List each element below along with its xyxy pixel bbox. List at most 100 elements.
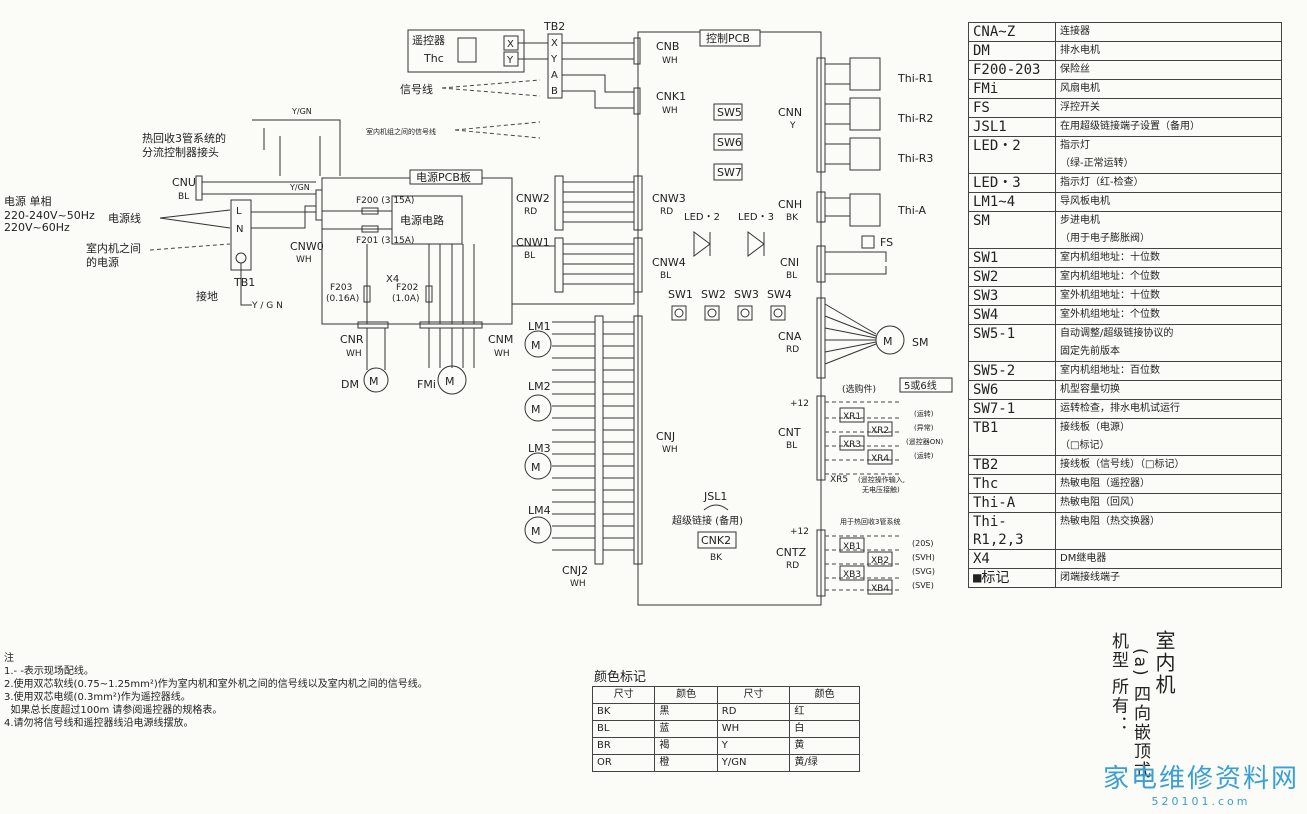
sw4-dial-icon (770, 305, 786, 321)
heat-wires (252, 119, 341, 176)
color-head-2: 颜色 (654, 686, 718, 704)
s20s-label: (20S) (912, 539, 934, 548)
sw2-dial-icon (704, 305, 720, 321)
remote-box (407, 29, 525, 73)
legend-key: LM1~4 (968, 192, 1056, 212)
f200-label: F200 (3.15A) (356, 196, 414, 206)
cnk2-bk: BK (710, 553, 723, 563)
cnw2-label: CNW2 (516, 192, 550, 205)
sw2-label: SW2 (701, 288, 726, 301)
color-head-1: 尺寸 (591, 686, 656, 704)
xr3-box (839, 435, 865, 451)
legend-value: 室外机组地址：个位数 (1055, 305, 1282, 325)
legend-key: DM (968, 41, 1056, 61)
tb2-x: X (551, 38, 558, 49)
legend-value: 指示灯（红-检查） (1055, 173, 1282, 193)
cnj2-label: CNJ2 (562, 564, 588, 577)
legend-value-line: 在用超级链接端子设置（备用） (1060, 121, 1200, 132)
color-cell: 红 (789, 703, 860, 721)
cnw3-rd: RD (660, 207, 673, 217)
remote-y: Y (506, 55, 514, 66)
legend-value-line: 机型容量切换 (1060, 384, 1120, 395)
note-line: 1.- -表示现场配线。 (4, 666, 94, 677)
f202-amp: (1.0A) (392, 294, 420, 304)
fs-wires (825, 251, 887, 275)
cnw1-cnw4-wires (563, 243, 634, 285)
cnw4-bl: BL (660, 271, 671, 281)
xr5-note1: (遥控操作输入, (858, 475, 905, 484)
xb2-box (867, 551, 893, 567)
cnh-wires (825, 197, 850, 217)
note-line: 2.使用双芯软线(0.75~1.25mm²)作为室内机和室外机之间的信号线以及室… (4, 679, 428, 690)
watermark-url: 520101.com (1151, 795, 1251, 808)
cnt-bl: BL (786, 441, 797, 451)
between-signal-label: 室内机组之间的信号线 (366, 127, 436, 136)
legend-key: SW3 (968, 286, 1056, 306)
note-line: 4.请勿将信号线和遥控器线沿电源线摆放。 (4, 718, 194, 729)
xr3-label: XR3 (843, 440, 861, 450)
legend-key: FMi (968, 79, 1056, 99)
cnj-connector (633, 315, 643, 565)
legend-key: Thi-R1,2,3 (968, 512, 1056, 550)
cnb-label: CNB (656, 40, 679, 53)
cnu-connector (195, 175, 203, 201)
legend-value: 室内机组地址：百位数 (1055, 361, 1282, 381)
sw3-label: SW3 (734, 288, 759, 301)
xb3-label: XB3 (843, 570, 861, 580)
legend-value-line: 接线板（电源） (1060, 422, 1130, 433)
sm-wires (824, 303, 877, 365)
cnn-y: Y (789, 121, 796, 131)
legend-value-line: 室内机组地址：十位数 (1060, 252, 1160, 263)
cnw3-label: CNW3 (652, 192, 686, 205)
legend-key: TB2 (968, 455, 1056, 475)
cntz-connector (816, 529, 826, 597)
signal-line-label: 信号线 (400, 82, 433, 96)
xr1-box (839, 407, 865, 423)
legend-value-line: 室内机组地址：个位数 (1060, 271, 1160, 282)
title-sub: (a) 四向嵌顶式 (1130, 648, 1150, 781)
legend-key: SW6 (968, 380, 1056, 400)
cnr-connector (357, 321, 389, 329)
legend-value: 热敏电阻（回风） (1055, 493, 1282, 513)
power-v2: 220V~60Hz (4, 221, 70, 234)
xb3-box (839, 565, 865, 581)
xr4-label: XR4 (871, 454, 889, 464)
color-head-4: 颜色 (789, 686, 860, 704)
control-pcb-label: 控制PCB (706, 31, 750, 45)
cnw4-label: CNW4 (652, 256, 686, 269)
legend-value-line: 步进电机 (1060, 215, 1100, 226)
power-pcb-label-box (409, 169, 483, 185)
legend-key: X4 (968, 549, 1056, 569)
tb1-ground-icon (235, 252, 247, 264)
cnj-wh: WH (662, 445, 678, 455)
fmi-label: FMi (417, 378, 436, 391)
f201-label: F201 (3.15A) (356, 236, 414, 246)
legend-value-line: （用于电子膨胀阀） (1060, 233, 1150, 244)
remote-sensor-icon (457, 37, 477, 63)
legend-value: 自动调整/超级链接协议的固定先前版本 (1055, 324, 1282, 362)
legend-value: 接线板（信号线）（□标记） (1055, 455, 1282, 475)
op2-label: (异常) (914, 423, 934, 432)
tb2-a: A (551, 70, 558, 81)
legend-value: 热敏电阻（遥控器） (1055, 474, 1282, 494)
cnw3-connector (633, 175, 643, 231)
thi-a-sensor-icon (849, 193, 881, 227)
tb2-block (547, 33, 563, 99)
watermark: 家电维修资料网 520101.com (1103, 758, 1299, 808)
power-between-dash (149, 243, 231, 251)
color-cell: 白 (789, 720, 860, 738)
lm4-motor-icon (524, 516, 552, 544)
legend-value: 指示灯（绿-正常运转） (1055, 136, 1282, 174)
note-line: 如果总长度超过100m 请参阅遥控器的规格表。 (4, 705, 223, 716)
legend-value-line: 浮控开关 (1060, 102, 1100, 113)
ssvh-label: (SVH) (912, 553, 935, 562)
legend-value-line: 运转检查，排水电机试运行 (1060, 403, 1180, 414)
optional-label: (选购件) (842, 383, 876, 395)
cnr-label: CNR (340, 333, 364, 346)
legend-value: 风扇电机 (1055, 79, 1282, 99)
